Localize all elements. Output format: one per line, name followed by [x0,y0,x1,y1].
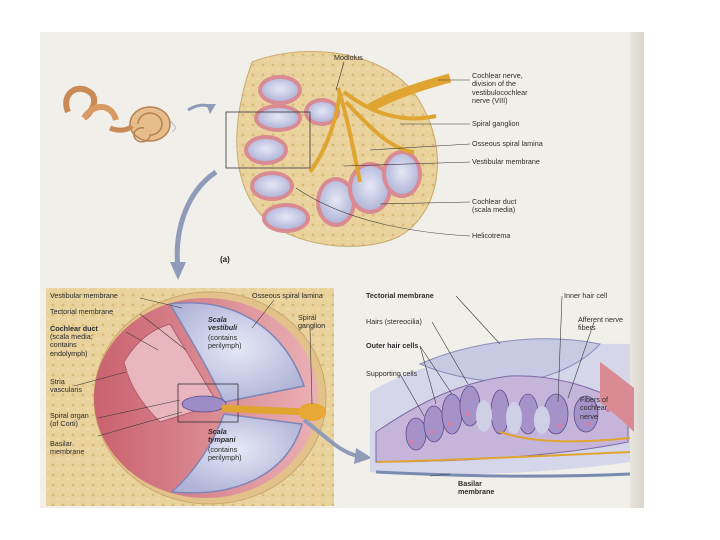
label-spiral-ganglion: Spiral ganglion [472,120,520,128]
label-spiral-ganglion-b: Spiral ganglion [298,314,325,331]
label-outer-hair-cells: Outer hair cells [366,342,418,350]
label-osseous-spiral-lamina: Osseous spiral lamina [472,140,543,148]
label-cochlear-duct-desc: (scala media; contains endolymph) [50,333,93,358]
label-helicotrema: Helicotrema [472,232,510,240]
label-tectorial-membrane-c: Tectorial membrane [366,292,434,300]
label-scala-tympani-desc: (contains perilymph) [208,446,242,463]
anatomy-illustration: (a) [40,32,644,508]
cochlea-section: (a) [220,51,450,264]
label-tectorial-membrane-b: Tectorial membrane [50,308,113,316]
label-fibers-cochlear-nerve: Fibers of cochlear nerve [580,396,608,421]
label-vestibular-membrane: Vestibular membrane [472,158,540,166]
label-spiral-organ: Spiral organ (of Corti) [50,412,89,429]
textbook-page-photo: (a) [40,32,644,508]
label-modiolus: Modiolus [334,54,363,62]
label-afferent-nerve-fibers: Afferent nerve fibers [578,316,623,333]
label-inner-hair-cell: Inner hair cell [564,292,607,300]
label-vestibular-membrane-b: Vestibular membrane [50,292,118,300]
label-scala-vestibuli-title: Scala vestibuli [208,316,237,333]
label-cochlear-duct: Cochlear duct (scala media) [472,198,516,215]
label-basilar-membrane-b: Basilar membrane [50,440,84,457]
label-osseous-spiral-lamina-b: Osseous spiral lamina [252,292,323,300]
label-stria-vascularis: Stria vascularis [50,378,82,395]
label-basilar-membrane-c: Basilar membrane [458,480,494,497]
label-supporting-cells: Supporting cells [366,370,417,378]
label-cochlear-nerve: Cochlear nerve, division of the vestibul… [472,72,528,106]
inner-ear-inset [66,89,176,142]
panel-a-label: (a) [220,255,230,264]
label-scala-tympani-title: Scala tympani [208,428,236,445]
label-scala-vestibuli-desc: (contains perilymph) [208,334,242,351]
label-hairs-stereocilia: Hairs (stereocilia) [366,318,422,326]
